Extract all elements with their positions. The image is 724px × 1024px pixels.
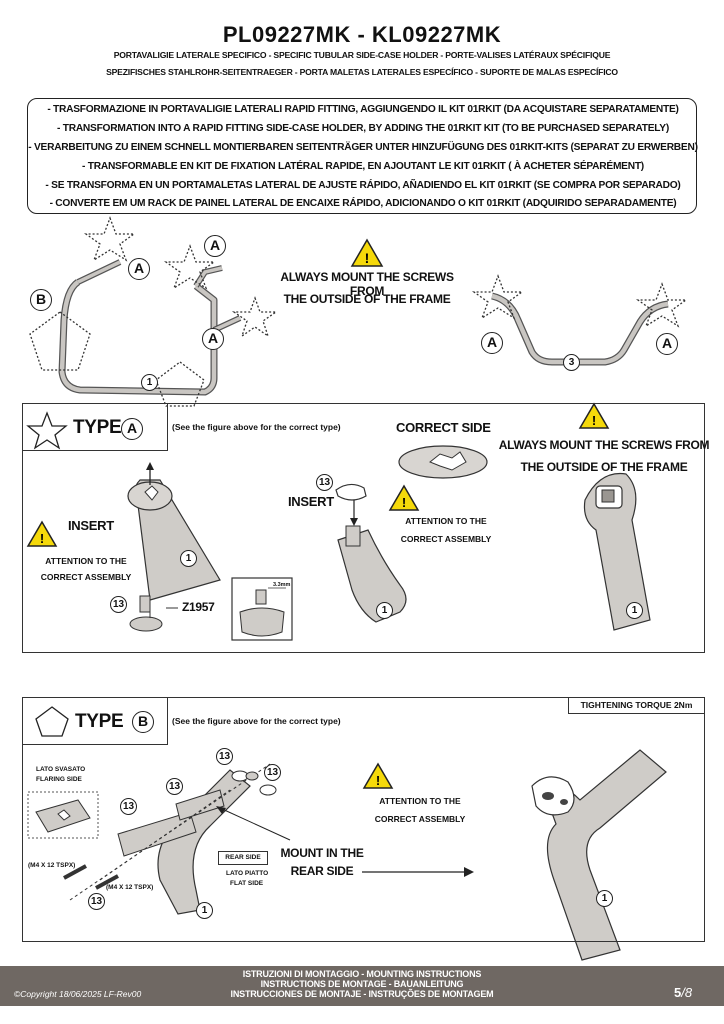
rear-side-box: REAR SIDE — [218, 851, 268, 865]
mount-note: MOUNT IN THE — [280, 846, 364, 860]
svg-text:!: ! — [40, 531, 44, 546]
pentagon-icon — [35, 706, 69, 737]
flat-side-label: FLAT SIDE — [230, 880, 264, 887]
part-number: 13 — [316, 474, 333, 491]
part-number: 13 — [110, 596, 127, 613]
type-b-letter: B — [132, 711, 154, 733]
type-a-hint: (See the figure above for the correct ty… — [172, 422, 341, 432]
part-number: 13 — [88, 893, 105, 910]
screw-spec: (M4 X 12 TSPX) — [28, 862, 76, 869]
footer-bar — [0, 966, 724, 1006]
star-outline — [635, 282, 689, 328]
star-outline — [83, 216, 137, 262]
type-b-title: TYPE — [75, 711, 124, 732]
warning-icon — [362, 762, 394, 789]
part-number: 1 — [141, 374, 158, 391]
type-a-letter: A — [121, 418, 143, 440]
attention-note: CORRECT ASSEMBLY — [400, 534, 492, 544]
star-outline — [163, 244, 217, 290]
screws-note: THE OUTSIDE OF THE FRAME — [520, 460, 688, 474]
screws-note: ALWAYS MOUNT THE SCREWS FROM — [280, 270, 454, 298]
type-b-marker: B — [30, 289, 52, 311]
svg-text:!: ! — [402, 495, 406, 510]
subtitle-line-1: PORTAVALIGIE LATERALE SPECIFICO - SPECIF… — [113, 50, 611, 60]
type-a-marker: A — [481, 332, 503, 354]
type-a-marker: A — [656, 333, 678, 355]
screw-spec: (M4 X 12 TSPX) — [106, 884, 154, 891]
code-label: Z1957 — [182, 600, 215, 614]
copyright: ©Copyright 18/06/2025 LF-Rev00 — [14, 989, 142, 999]
part-number: 1 — [376, 602, 393, 619]
type-a-title: TYPE — [73, 417, 122, 438]
screws-note: ALWAYS MOUNT THE SCREWS FROM — [498, 438, 710, 452]
type-a-marker: A — [204, 235, 226, 257]
part-number: 13 — [166, 778, 183, 795]
footer-line-1: ISTRUZIONI DI MONTAGGIO - MOUNTING INSTR… — [242, 969, 482, 979]
type-a-marker: A — [128, 258, 150, 280]
attention-note: ATTENTION TO THE — [405, 516, 487, 526]
mount-note: REAR SIDE — [290, 864, 354, 878]
attention-note: ATTENTION TO THE — [45, 556, 127, 566]
svg-text:!: ! — [376, 773, 380, 788]
note-de: - VERARBEITUNG ZU EINEM SCHNELL MONTIERB… — [28, 142, 698, 153]
part-number: 13 — [216, 748, 233, 765]
pentagon-outline — [155, 361, 205, 407]
footer-line-2: INSTRUCTIONS DE MONTAGE - BAUANLEITUNG — [260, 979, 464, 989]
type-b-panel — [22, 697, 705, 942]
torque-label: TIGHTENING TORQUE 2Nm — [568, 697, 705, 714]
flaring-label: LATO SVASATO — [36, 766, 86, 773]
type-a-panel — [22, 403, 705, 653]
page-current: 5 — [674, 985, 682, 1000]
part-number: 1 — [596, 890, 613, 907]
type-b-hint: (See the figure above for the correct ty… — [172, 716, 341, 726]
page-total: /8 — [681, 985, 693, 1000]
warning-icon — [26, 520, 58, 547]
attention-note: CORRECT ASSEMBLY — [40, 572, 132, 582]
footer-line-3: INSTRUCCIONES DE MONTAJE - INSTRUÇÕES DE… — [230, 989, 494, 999]
part-number: 13 — [120, 798, 137, 815]
part-number: 1 — [626, 602, 643, 619]
svg-text:!: ! — [592, 413, 596, 428]
notes-box: - TRASFORMAZIONE IN PORTAVALIGIE LATERAL… — [27, 98, 698, 214]
dimension-label: 3.3mm — [273, 582, 291, 588]
star-icon — [26, 411, 68, 450]
warning-icon — [578, 402, 610, 429]
warning-icon — [350, 238, 384, 267]
type-a-marker: A — [202, 328, 224, 350]
page-title: PL09227MK - KL09227MK — [222, 22, 502, 47]
flaring-label: FLARING SIDE — [36, 776, 82, 783]
attention-note: CORRECT ASSEMBLY — [374, 814, 466, 824]
note-en: - TRANSFORMATION INTO A RAPID FITTING SI… — [57, 123, 669, 134]
part-number: 1 — [180, 550, 197, 567]
correct-side-label: CORRECT SIDE — [396, 420, 491, 435]
type-a-header — [22, 403, 168, 451]
star-outline — [231, 296, 279, 338]
note-fr: - TRANSFORMABLE EN KIT DE FIXATION LATÉR… — [82, 161, 644, 172]
part-number: 1 — [196, 902, 213, 919]
insert-label: INSERT — [288, 494, 334, 509]
part-number: 3 — [563, 354, 580, 371]
screws-note: THE OUTSIDE OF THE FRAME — [283, 292, 451, 306]
type-b-header — [22, 697, 168, 745]
note-es: - SE TRANSFORMA EN UN PORTAMALETAS LATER… — [45, 180, 681, 191]
star-outline — [471, 274, 525, 320]
note-pt: - CONVERTE EM UM RACK DE PAINEL LATERAL … — [49, 198, 677, 209]
part-number: 13 — [264, 764, 281, 781]
note-it: - TRASFORMAZIONE IN PORTAVALIGIE LATERAL… — [47, 104, 679, 115]
insert-label: INSERT — [68, 518, 114, 533]
subtitle-line-2: SPEZIFISCHES STAHLROHR-SEITENTRAEGER - P… — [106, 67, 618, 77]
pentagon-outline — [29, 311, 91, 371]
attention-note: ATTENTION TO THE — [379, 796, 461, 806]
flat-side-label: LATO PIATTO — [226, 870, 269, 877]
page-number: 5/8 — [674, 985, 692, 1000]
svg-text:!: ! — [365, 250, 370, 266]
warning-icon — [388, 484, 420, 511]
